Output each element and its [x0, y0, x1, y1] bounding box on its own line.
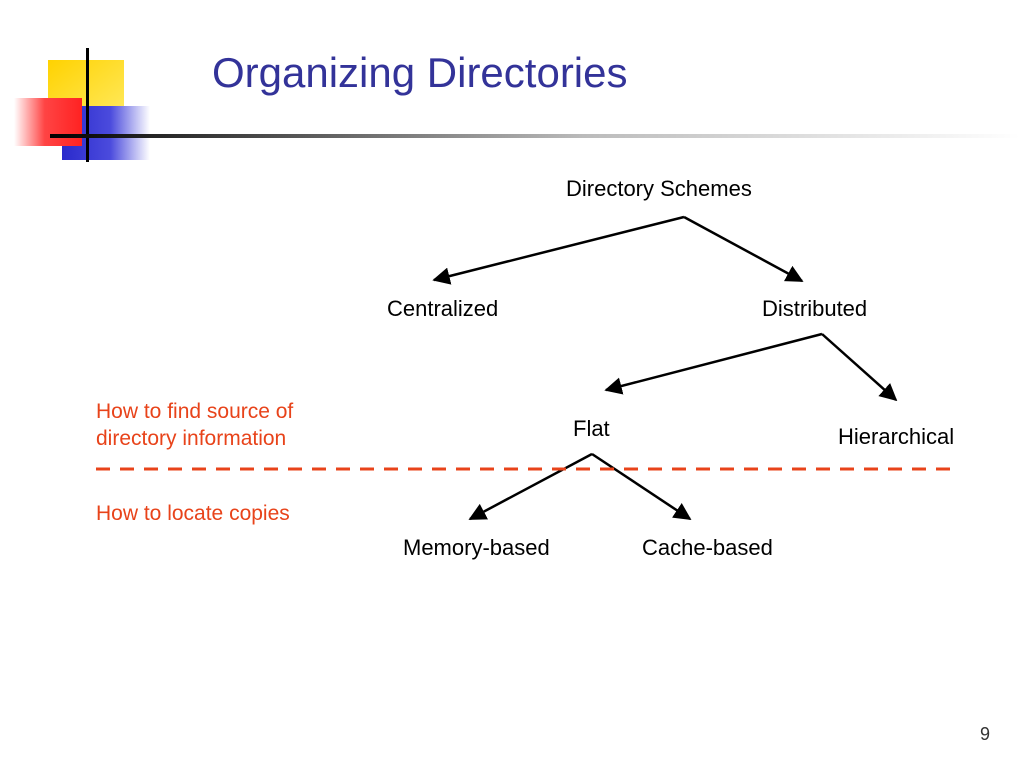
annotation-find-source-line1: How to find source of [96, 400, 294, 423]
edge-distributed-hierarchical [821, 333, 898, 402]
node-distributed: Distributed [762, 296, 868, 321]
node-centralized: Centralized [387, 296, 499, 321]
annotation-find-source-line2: directory information [96, 427, 287, 450]
page-number: 9 [979, 724, 990, 744]
node-directory-schemes: Directory Schemes [566, 176, 752, 201]
title-underline [50, 134, 1020, 138]
edge-flat-memory [468, 452, 593, 521]
node-hierarchical: Hierarchical [838, 424, 955, 449]
annotation-locate-copies: How to locate copies [96, 502, 290, 525]
edge-distributed-flat [604, 332, 823, 395]
logo-red-square [14, 98, 82, 146]
annotation-find-source: How to find source of directory informat… [96, 398, 293, 452]
node-memory-based: Memory-based [403, 535, 550, 560]
node-cache-based: Cache-based [642, 535, 773, 560]
slide-title: Organizing Directories [212, 49, 628, 96]
logo-graphic [14, 48, 150, 162]
node-flat: Flat [573, 416, 610, 441]
logo-vertical-line [86, 48, 89, 162]
edge-root-distributed [683, 215, 804, 283]
edge-flat-cache [591, 452, 692, 521]
edge-root-centralized [432, 215, 685, 285]
